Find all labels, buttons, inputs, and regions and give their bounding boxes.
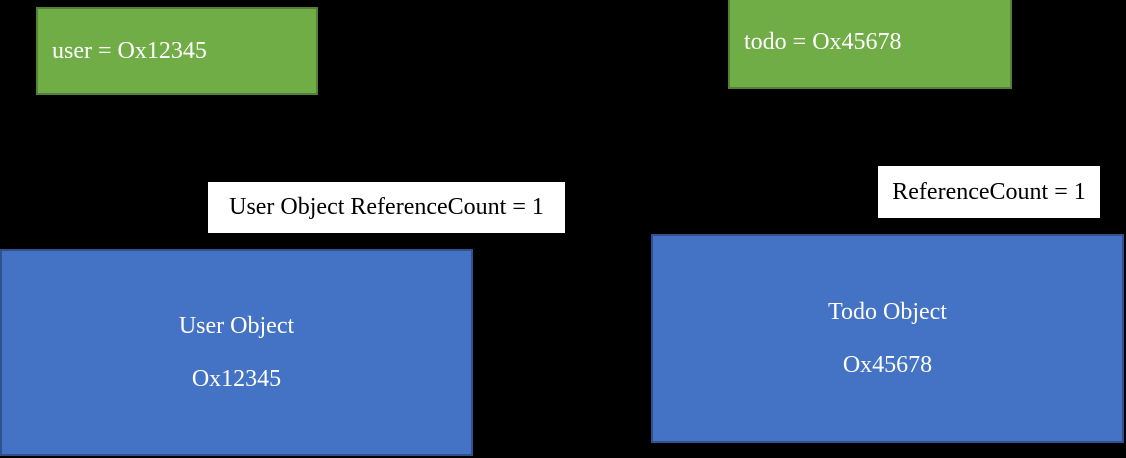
- todo-object-box: Todo Object Ox45678: [651, 234, 1124, 443]
- todo-variable-label: todo = Ox45678: [744, 29, 902, 55]
- user-variable-box: user = Ox12345: [36, 7, 318, 95]
- user-object-address: Ox12345: [191, 365, 282, 392]
- user-variable-label: user = Ox12345: [52, 37, 207, 64]
- user-refcount-label: User Object ReferenceCount = 1: [208, 182, 565, 233]
- user-object-box: User Object Ox12345: [0, 249, 473, 456]
- todo-object-address: Ox45678: [842, 351, 933, 378]
- user-object-title: User Object: [178, 312, 295, 339]
- todo-object-title: Todo Object: [828, 298, 947, 325]
- todo-refcount-label: ReferenceCount = 1: [878, 166, 1100, 218]
- user-refcount-text: User Object ReferenceCount = 1: [229, 194, 544, 220]
- todo-variable-box: todo = Ox45678: [728, 0, 1012, 89]
- todo-refcount-text: ReferenceCount = 1: [892, 178, 1086, 205]
